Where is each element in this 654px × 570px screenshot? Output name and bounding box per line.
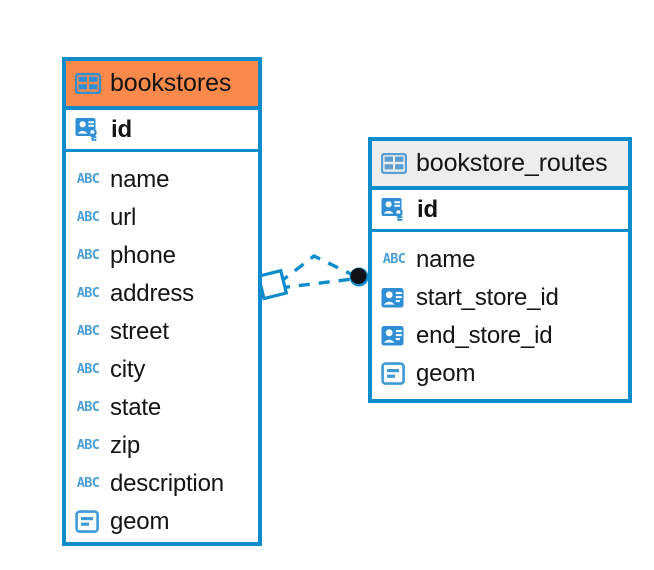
field-name: geom [416,360,476,388]
entity-fields-bookstores: id ABC name ABC url ABC phone ABC addres… [66,110,258,541]
foreign-key-icon [381,325,407,347]
field-row[interactable]: start_store_id [372,279,628,317]
abc-icon: ABC [76,437,100,454]
field-divider-space [372,232,628,241]
field-row[interactable]: ABC state [66,389,258,427]
field-name: address [110,280,194,308]
field-name: end_store_id [416,322,553,350]
field-name: name [110,166,170,194]
field-name: start_store_id [416,284,559,312]
field-row[interactable]: ABC address [66,275,258,313]
relationship-line-straight [278,277,354,290]
field-row[interactable]: geom [372,355,628,393]
filled-circle-marker [349,267,369,287]
field-row[interactable]: ABC name [372,241,628,279]
field-row[interactable]: id [372,190,628,232]
abc-icon: ABC [76,209,100,226]
foreign-key-icon [381,287,407,309]
entity-bookstore-routes[interactable]: bookstore_routes [368,137,632,403]
field-row[interactable]: ABC url [66,199,258,237]
field-row[interactable]: ABC street [66,313,258,351]
field-name: zip [110,432,141,460]
field-row[interactable]: ABC name [66,161,258,199]
field-divider-space [66,152,258,161]
field-name: id [111,115,132,143]
field-row[interactable]: ABC description [66,465,258,503]
entity-header-bookstore-routes[interactable]: bookstore_routes [372,141,628,190]
field-row[interactable]: ABC city [66,351,258,389]
entity-fields-bookstore-routes: id ABC name start_st [372,190,628,393]
entity-title: bookstore_routes [416,148,608,177]
table-icon [75,72,101,94]
primary-key-icon [75,117,102,142]
field-name: geom [110,508,170,536]
abc-icon: ABC [76,247,100,264]
field-name: phone [110,242,176,270]
relationship-line-arched [277,254,354,285]
field-name: url [110,204,137,232]
abc-icon: ABC [76,171,100,188]
entity-title: bookstores [110,68,232,97]
geometry-icon [381,362,407,386]
abc-icon: ABC [382,251,406,268]
table-icon [381,152,407,174]
field-name: city [110,356,146,384]
diamond-marker [256,268,289,301]
field-row[interactable]: end_store_id [372,317,628,355]
abc-icon: ABC [76,399,100,416]
geometry-icon [75,510,101,534]
primary-key-icon [381,197,408,222]
abc-icon: ABC [76,475,100,492]
field-row[interactable]: ABC zip [66,427,258,465]
field-row[interactable]: ABC phone [66,237,258,275]
abc-icon: ABC [76,285,100,302]
field-name: description [110,470,224,498]
field-name: id [417,195,438,223]
abc-icon: ABC [76,361,100,378]
field-name: state [110,394,162,422]
entity-header-bookstores[interactable]: bookstores [66,61,258,110]
field-row[interactable]: geom [66,503,258,541]
entity-bookstores[interactable]: bookstores [62,57,262,546]
field-row[interactable]: id [66,110,258,152]
field-name: street [110,318,169,346]
field-name: name [416,246,476,274]
abc-icon: ABC [76,323,100,340]
